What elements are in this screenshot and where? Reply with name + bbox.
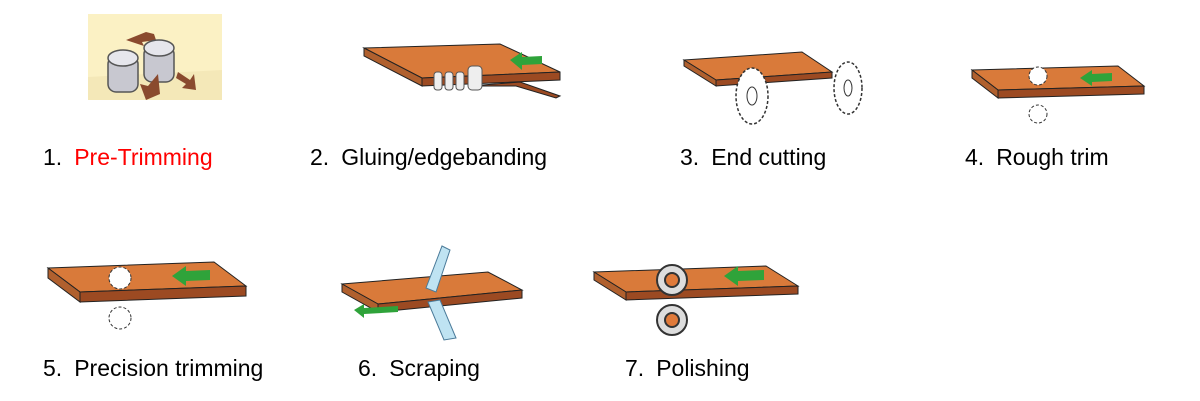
step-3-label: 3.End cutting — [680, 144, 827, 170]
gluing-rollers-illustration — [362, 43, 562, 99]
step-6-label: 6.Scraping — [358, 355, 480, 381]
precision-trim-cutters-illustration — [46, 261, 248, 330]
rough-trim-cutters-illustration — [970, 65, 1146, 124]
pre-trimming-cutters-illustration — [88, 14, 222, 100]
step-2-label: 2.Gluing/edgebanding — [310, 144, 548, 170]
step-5-label: 5.Precision trimming — [43, 355, 264, 381]
step-1-label: 1.Pre-Trimming — [43, 144, 213, 170]
scraping-blades-illustration — [340, 245, 524, 341]
end-cutting-saws-illustration — [682, 51, 863, 125]
step-4-label: 4.Rough trim — [965, 144, 1109, 170]
polishing-wheels-illustration — [592, 264, 800, 336]
step-7-label: 7.Polishing — [625, 355, 750, 381]
